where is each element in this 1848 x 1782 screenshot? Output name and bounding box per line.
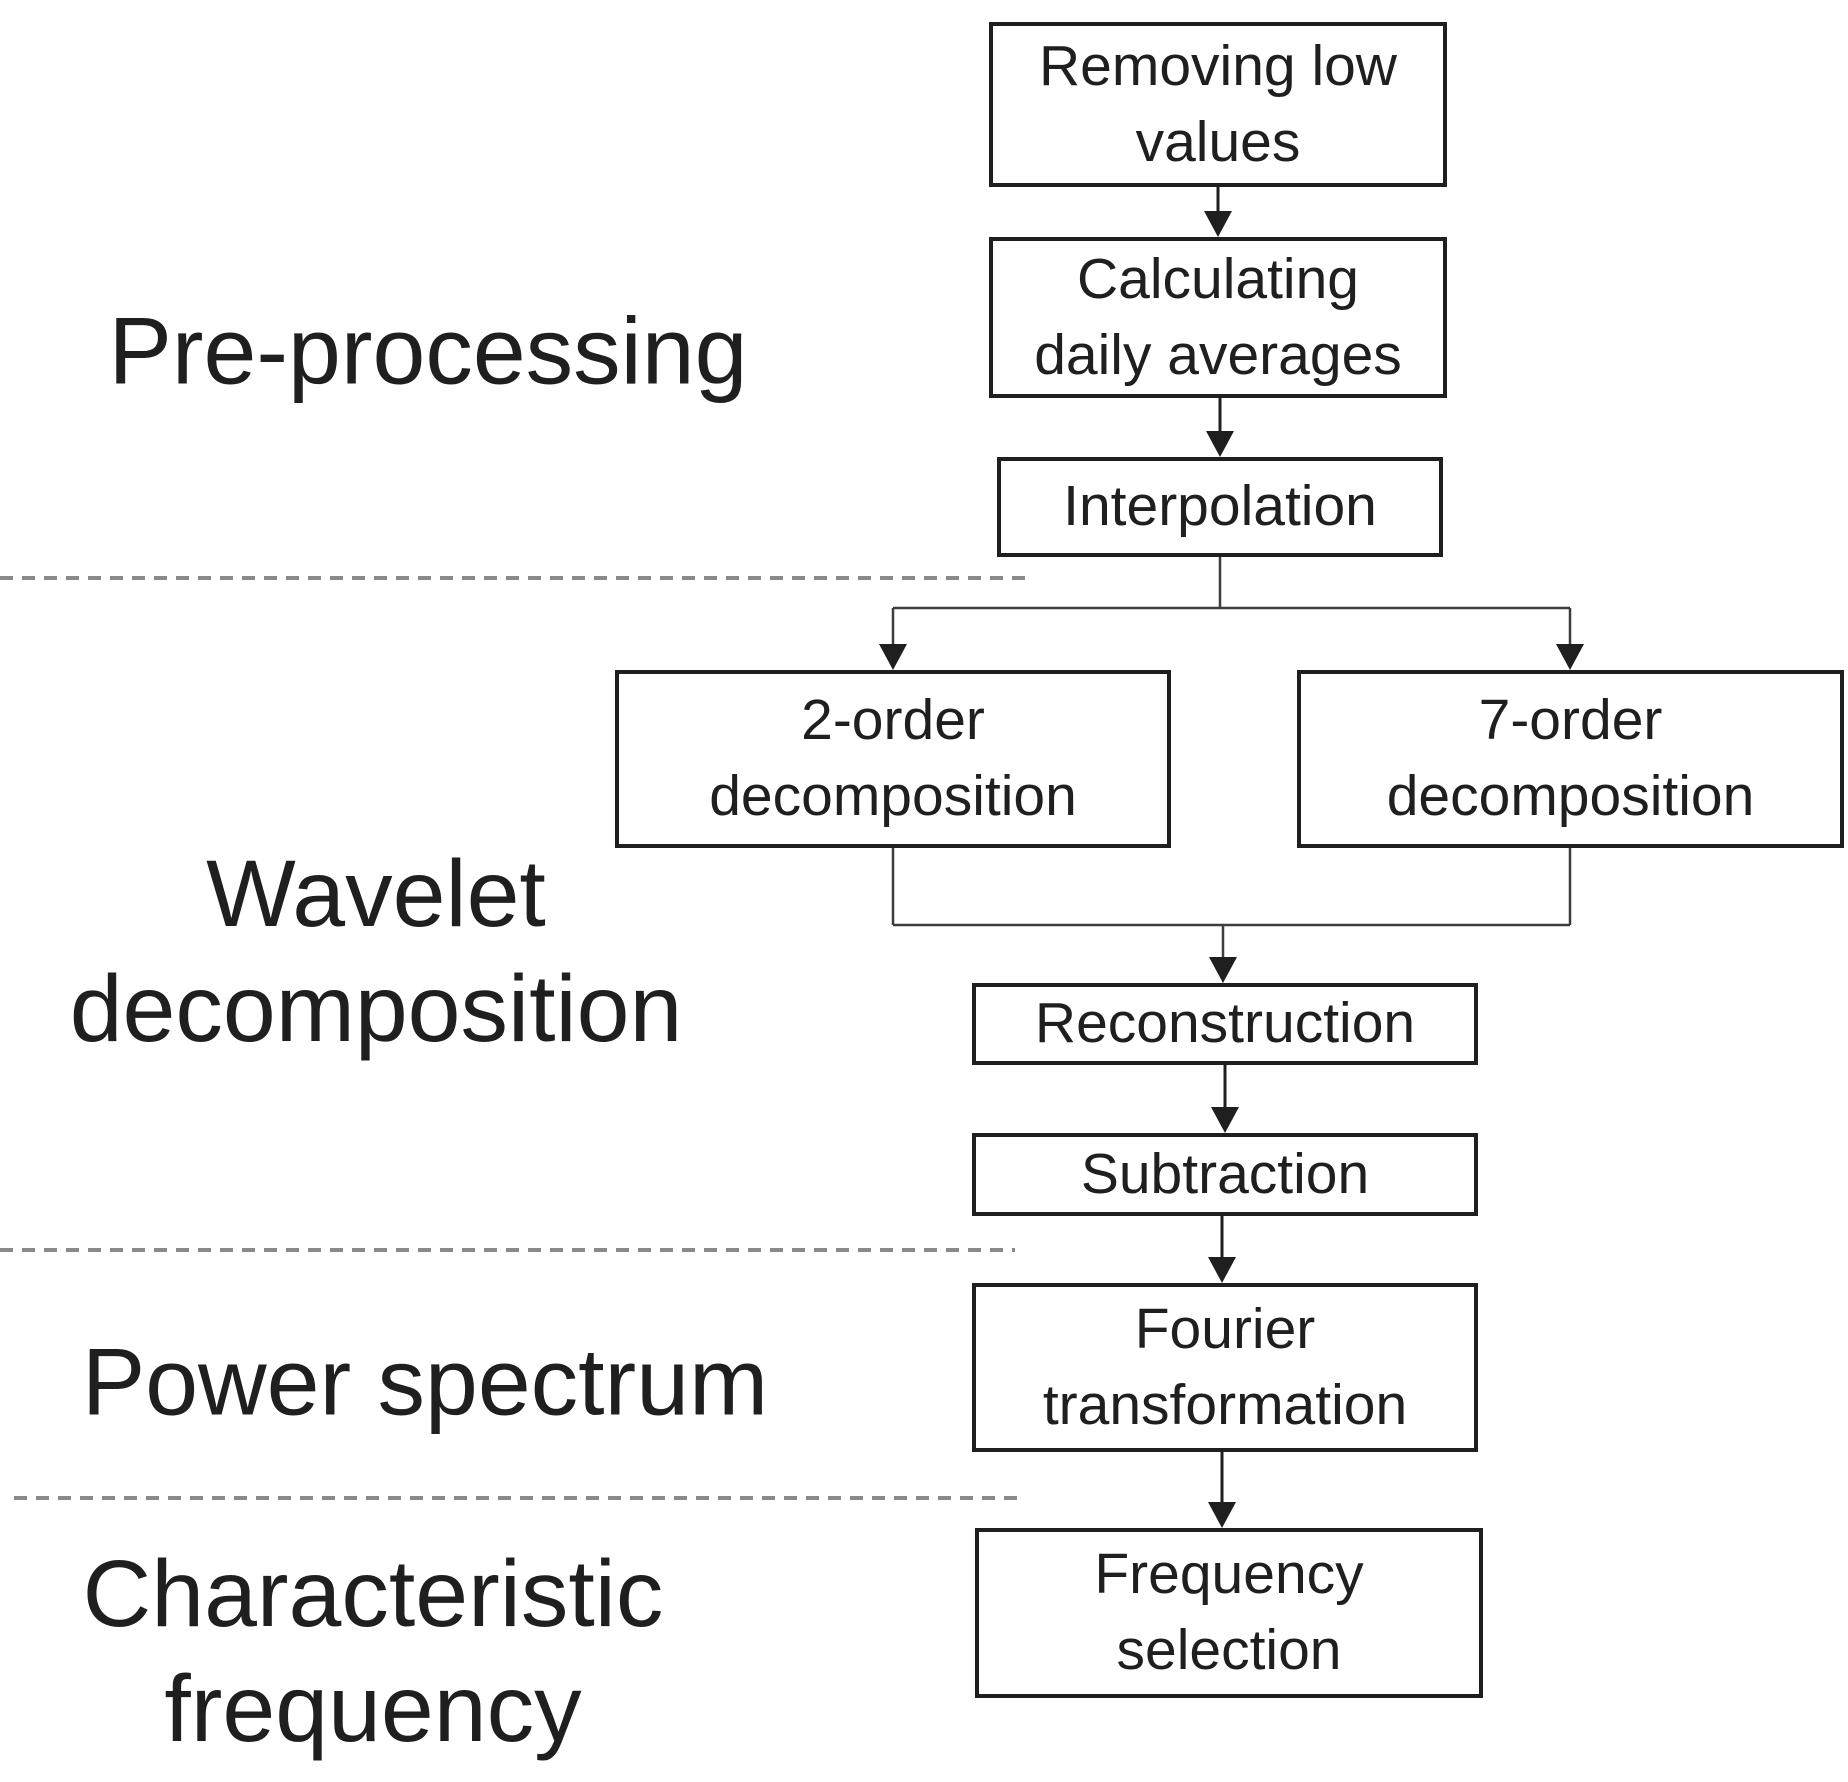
- flow-node-subtraction: Subtraction: [972, 1133, 1478, 1216]
- merge-connector-decompositions-to-reconstruction: [891, 848, 1572, 983]
- arrow-removing-to-calculating: [1204, 187, 1232, 237]
- flow-node-7-order-decomposition: 7-order decomposition: [1297, 670, 1844, 848]
- flow-node-removing-low-values: Removing low values: [989, 22, 1447, 187]
- flow-node-label: Interpolation: [1063, 474, 1377, 539]
- arrow-reconstruction-to-subtraction: [1211, 1065, 1239, 1133]
- section-label-power-spectrum: Power spectrum: [81, 1329, 769, 1436]
- flow-node-frequency-selection: Frequency selection: [975, 1528, 1483, 1698]
- arrow-subtraction-to-fourier: [1208, 1216, 1236, 1283]
- flow-node-calculating-daily-averages: Calculating daily averages: [989, 237, 1447, 398]
- flow-node-label: Frequency selection: [1094, 1542, 1364, 1682]
- flow-node-label: Fourier transformation: [1042, 1296, 1408, 1437]
- section-label-characteristic-frequency: Characteristic frequency: [82, 1541, 664, 1762]
- flow-node-label: Subtraction: [1080, 1141, 1370, 1206]
- section-label-pre-processing: Pre-processing: [108, 298, 748, 405]
- flow-node-label: Removing low values: [1039, 33, 1397, 174]
- flow-node-fourier-transformation: Fourier transformation: [972, 1283, 1478, 1452]
- flow-node-interpolation: Interpolation: [997, 457, 1443, 557]
- flow-node-label: Reconstruction: [1034, 991, 1416, 1056]
- flow-node-label: 2-order decomposition: [709, 688, 1077, 828]
- arrow-calculating-to-interpolation: [1206, 398, 1234, 457]
- flow-node-label: 7-order decomposition: [1386, 688, 1755, 828]
- split-connector-interpolation-to-decompositions: [879, 557, 1584, 670]
- flow-node-2-order-decomposition: 2-order decomposition: [615, 670, 1171, 848]
- section-label-wavelet-decomposition: Wavelet decomposition: [69, 841, 683, 1062]
- arrow-fourier-to-frequency-selection: [1208, 1452, 1236, 1528]
- flow-node-label: Calculating daily averages: [1034, 246, 1402, 387]
- flow-node-reconstruction: Reconstruction: [972, 983, 1478, 1065]
